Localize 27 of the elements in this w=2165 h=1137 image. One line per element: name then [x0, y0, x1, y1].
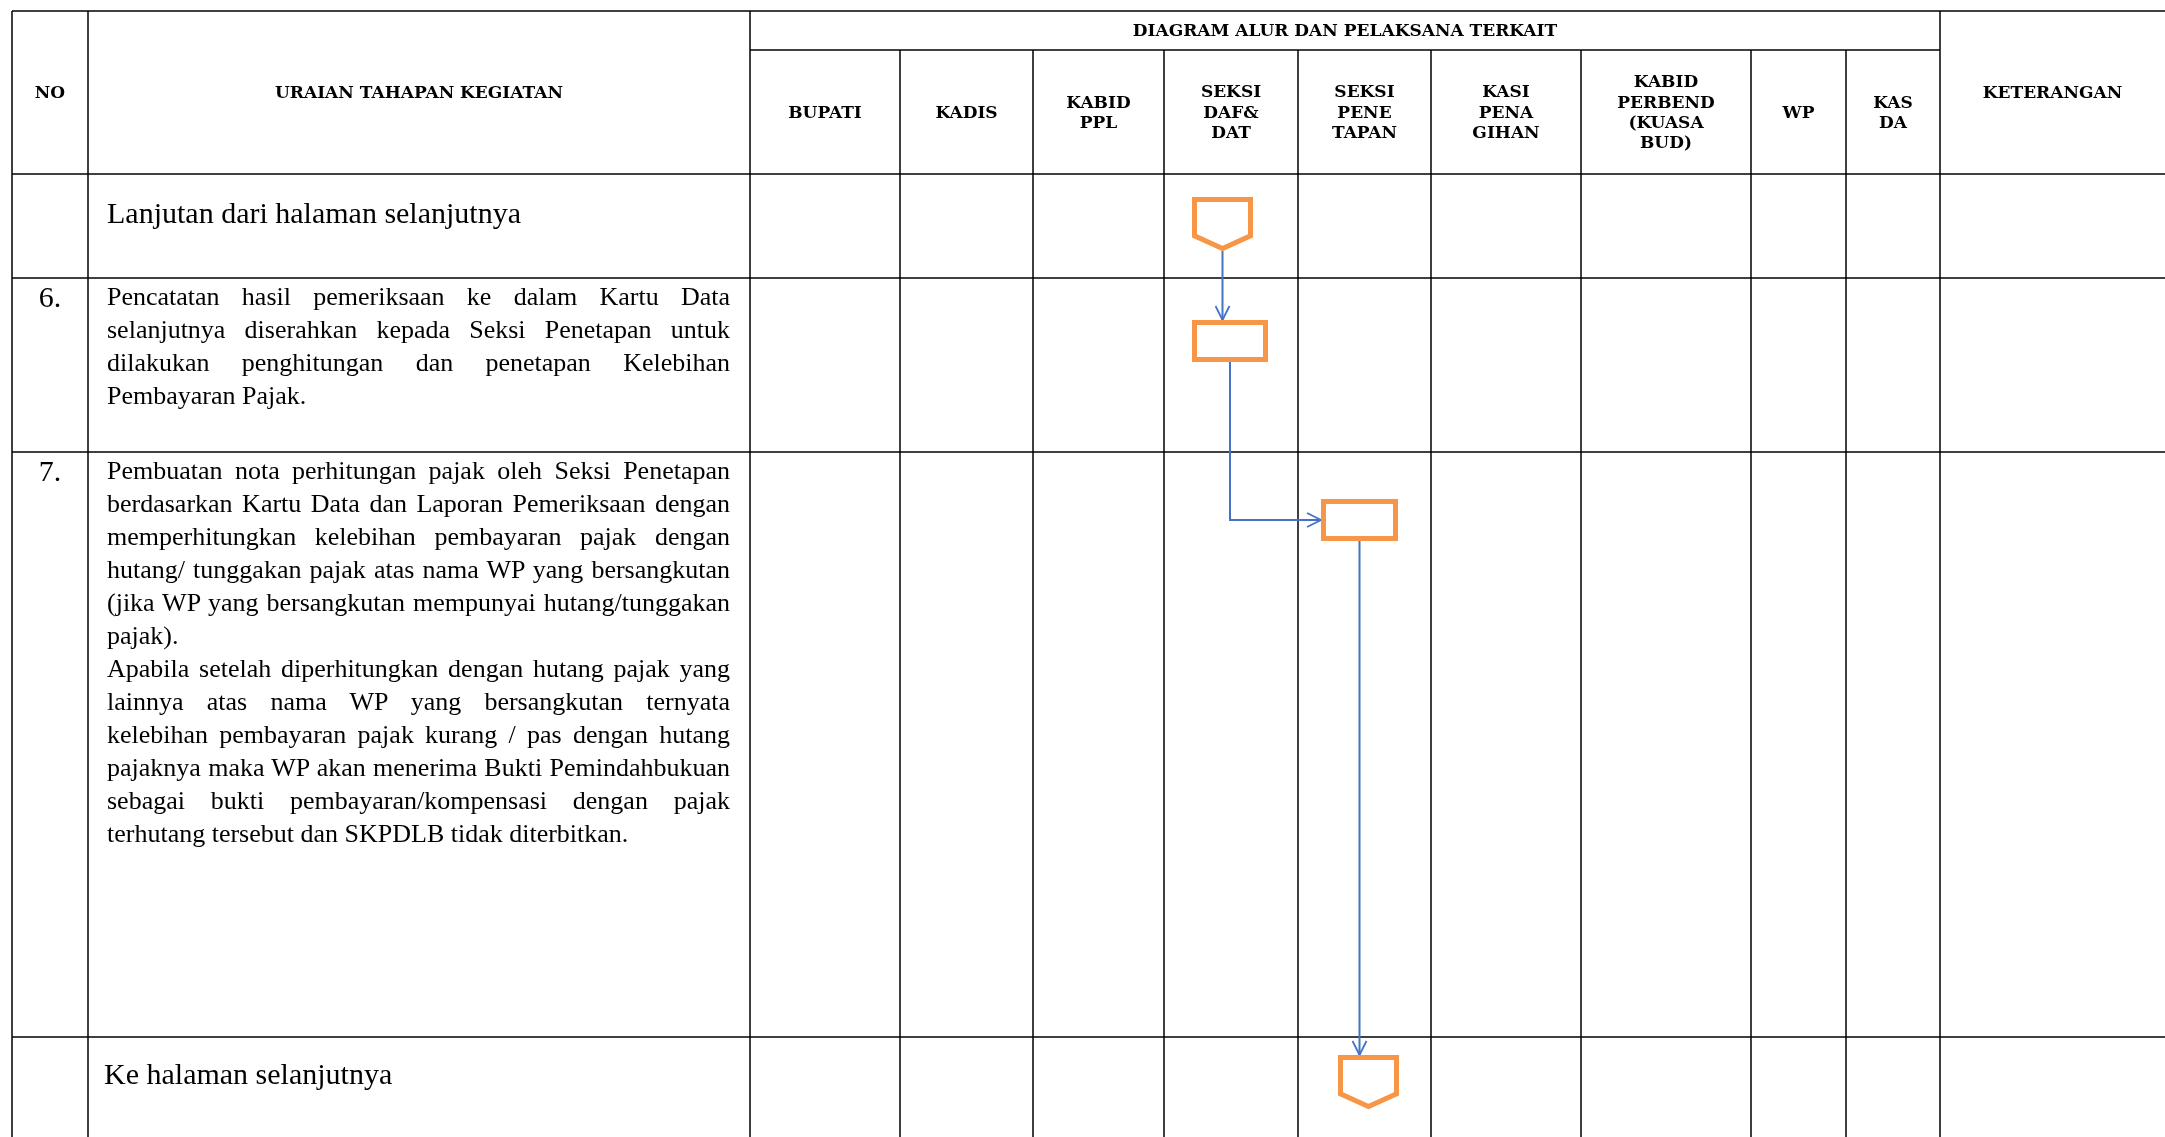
column-header: KABID PPL — [1066, 91, 1131, 133]
arrow — [1214, 250, 1231, 321]
column-header: KADIS — [935, 101, 998, 123]
step-description: Pencatatan hasil pemeriksaan ke dalam Kartu Data selanjutnya diserahkan kepada Seksi Penetapan untuk dilakukan penghitungan dan penetapan Kelebihan Pembayaran Pajak. — [107, 281, 730, 412]
step-description: Pembuatan nota perhitungan pajak oleh Seksi Penetapan berdasarkan Kartu Data dan Laporan Pemeriksaan dengan memperhitungkan kelebihan pembayaran pajak dengan hutang/ tunggakan pajak atas nama WP yang bersangkutan (jika WP yang bersangkutan mempunyai hutang/tunggakan pajak). — [107, 455, 730, 652]
column-header: URAIAN TAHAPAN KEGIATAN — [275, 82, 563, 103]
column-header: NO — [34, 82, 66, 103]
column-header: SEKSI DAF& DAT — [1200, 81, 1262, 143]
column-header: KASI PENA GIHAN — [1472, 81, 1540, 143]
arrow — [1351, 540, 1368, 1056]
table-text: Ke halaman selanjutnya — [104, 1057, 394, 1091]
column-header: KAS DA — [1873, 91, 1913, 133]
column-header: KETERANGAN — [1982, 82, 2123, 103]
table-text: Lanjutan dari halaman selanjutnya — [107, 196, 522, 230]
arrow — [1229, 361, 1322, 528]
off-page-connector — [1192, 197, 1253, 251]
column-header: BUPATI — [788, 101, 862, 123]
off-page-connector — [1338, 1055, 1399, 1109]
column-header: DIAGRAM ALUR DAN PELAKSANA TERKAIT — [1132, 20, 1558, 41]
row-number: 7. — [38, 454, 62, 488]
column-header: SEKSI PENE TAPAN — [1331, 81, 1398, 143]
process-box — [1321, 499, 1398, 541]
row-number: 6. — [38, 280, 62, 314]
column-header: KABID PERBEND (KUASA BUD) — [1617, 71, 1715, 153]
step-description: Apabila setelah diperhitungkan dengan hutang pajak yang lainnya atas nama WP yang bersangkutan ternyata kelebihan pembayaran pajak kurang / pas dengan hutang pajaknya maka WP akan menerima Bukti Pemindahbukuan sebagai bukti pembayaran/kompensasi dengan pajak terhutang tersebut dan SKPDLB tidak diterbitkan. — [107, 653, 730, 850]
column-header: WP — [1782, 101, 1815, 123]
process-box — [1192, 320, 1268, 362]
